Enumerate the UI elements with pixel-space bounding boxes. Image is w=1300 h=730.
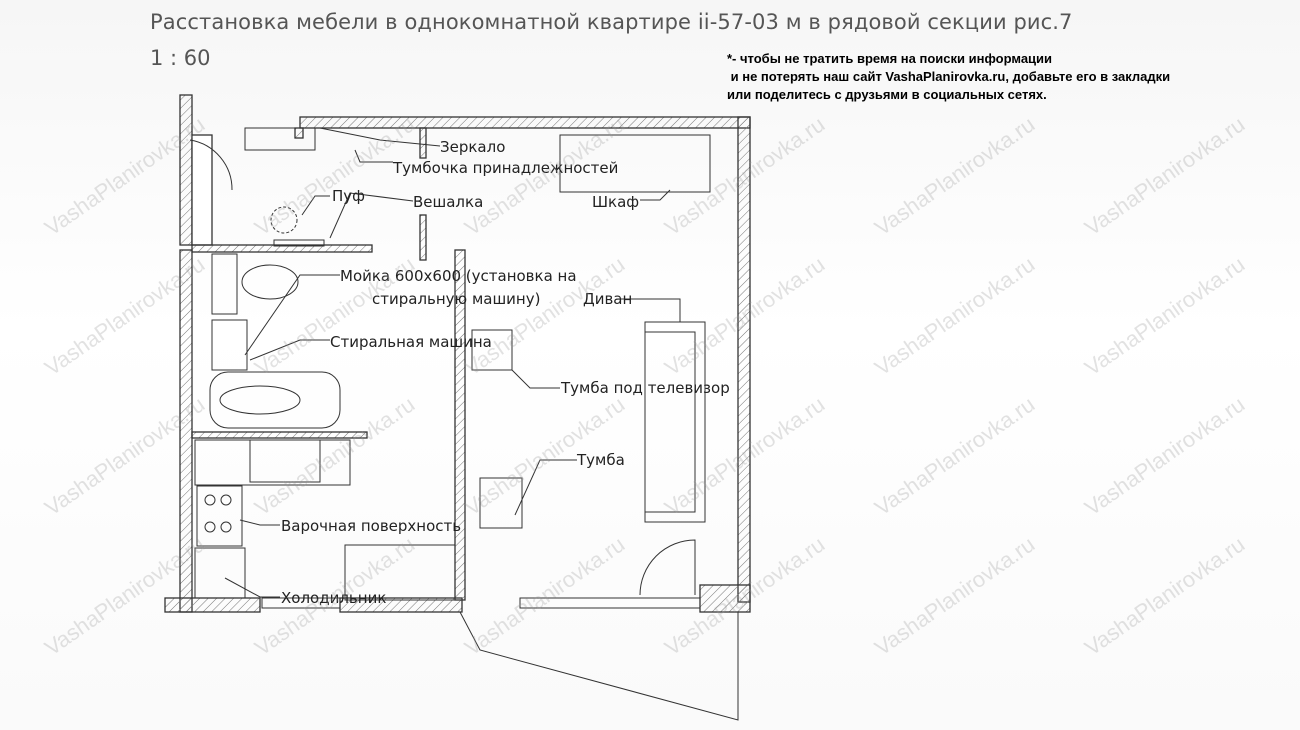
wardrobe-shape (559, 134, 711, 193)
tv-stand-shape (471, 329, 513, 371)
toilet-shape (241, 264, 299, 300)
bookmark-note: *- чтобы не тратить время на поиски инфо… (727, 50, 1170, 104)
pouf-shape (270, 206, 298, 234)
note-line-3: или поделитесь с друзьями в социальных с… (727, 87, 1047, 102)
accessory-cabinet-shape (244, 127, 316, 151)
nightstand-shape (479, 477, 523, 529)
label-sofa: Диван (583, 290, 632, 308)
cooktop-shape (196, 485, 243, 547)
dining-table (344, 544, 456, 601)
leader-lines (224, 127, 681, 598)
label-tv-stand: Тумба под телевизор (560, 379, 730, 397)
kitchen-sink-shape (249, 439, 321, 483)
label-fridge: Холодильник (281, 589, 386, 607)
hanger-shape (273, 239, 325, 247)
furniture (189, 127, 739, 721)
entry-door (189, 139, 233, 191)
sofa-shape (644, 321, 706, 523)
room-door (639, 539, 696, 596)
note-line-2: и не потерять наш сайт VashaPlanirovka.r… (727, 69, 1171, 84)
label-pouf: Пуф (332, 187, 365, 205)
page-title: Расстановка мебели в однокомнатной кварт… (150, 10, 1073, 34)
bathtub-inner (219, 385, 301, 415)
balcony (459, 611, 739, 721)
washing-machine-shape (211, 319, 248, 371)
walls (164, 94, 751, 613)
note-line-1: *- чтобы не тратить время на поиски инфо… (727, 51, 1053, 66)
kitchen-counter (194, 439, 351, 486)
label-mirror: Зеркало (440, 138, 505, 156)
label-cooktop: Варочная поверхность (281, 517, 461, 535)
label-accessory-cabinet: Тумбочка принадлежностей (392, 159, 618, 177)
fridge-shape (194, 547, 246, 599)
label-sink-line2: стиральную машину) (372, 290, 540, 308)
label-wardrobe: Шкаф (592, 193, 639, 211)
toilet-tank-shape (211, 253, 238, 315)
label-nightstand: Тумба (576, 451, 625, 469)
label-sink-line1: Мойка 600х600 (установка на (340, 267, 577, 285)
bathtub-shape (209, 371, 341, 429)
scale-label: 1 : 60 (150, 46, 211, 70)
label-hanger: Вешалка (413, 193, 483, 211)
label-washing-machine: Стиральная машина (330, 333, 492, 351)
